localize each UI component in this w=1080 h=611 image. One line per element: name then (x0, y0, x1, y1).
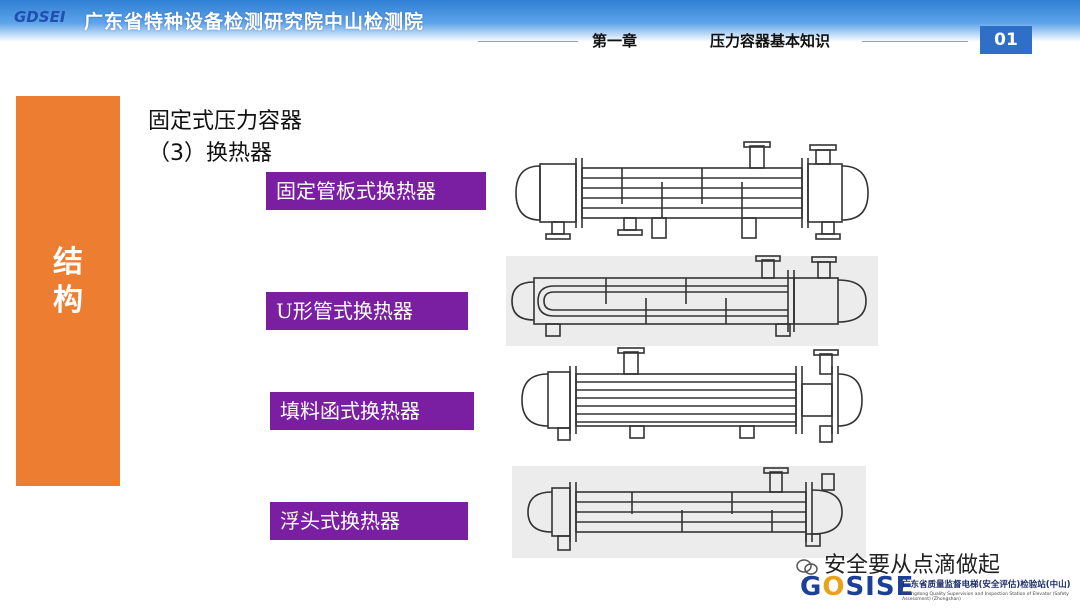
org-name: 广东省特种设备检测研究院中山检测院 (84, 11, 425, 33)
page-subtitle: （3）换热器 (148, 141, 272, 166)
station-name-en: Guangdong Quality Supervision and Inspec… (902, 592, 1069, 602)
u-tube-heat-exchanger-diagram (506, 255, 878, 346)
label-fixed-tubesheet: 固定管板式换热器 (266, 172, 486, 210)
page-number-badge: 01 (980, 26, 1032, 54)
sidebar-panel: 结 构 (16, 96, 120, 486)
label-floating-head: 浮头式换热器 (270, 502, 468, 540)
header-bar: GDSEI 广东省特种设备检测研究院中山检测院 (0, 0, 1080, 42)
wechat-watermark: 安全要从点滴做起 (796, 547, 1000, 579)
packed-box-heat-exchanger-diagram (521, 347, 863, 443)
sidebar-label-line1: 结 (53, 245, 83, 280)
page-title: 固定式压力容器 (148, 109, 303, 134)
section-label: 压力容器基本知识 (710, 32, 831, 50)
floating-head-heat-exchanger-diagram (512, 466, 866, 558)
gdsei-logo: GDSEI (14, 8, 66, 26)
header-divider-right (862, 41, 968, 42)
gosise-logo: GOSISE (800, 572, 915, 602)
station-name: 广东省质量监督电梯(安全评估)检验站(中山) (902, 580, 1071, 590)
sidebar-label: 结 构 (16, 244, 120, 320)
label-u-tube: U形管式换热器 (266, 292, 468, 330)
wechat-icon (796, 557, 818, 575)
fixed-tubesheet-heat-exchanger-diagram (515, 141, 869, 240)
header-divider-left (478, 41, 578, 42)
label-packed-box: 填料函式换热器 (270, 392, 474, 430)
watermark-text: 安全要从点滴做起 (824, 553, 1001, 578)
sidebar-label-line2: 构 (53, 283, 83, 318)
chapter-label: 第一章 (592, 32, 638, 50)
